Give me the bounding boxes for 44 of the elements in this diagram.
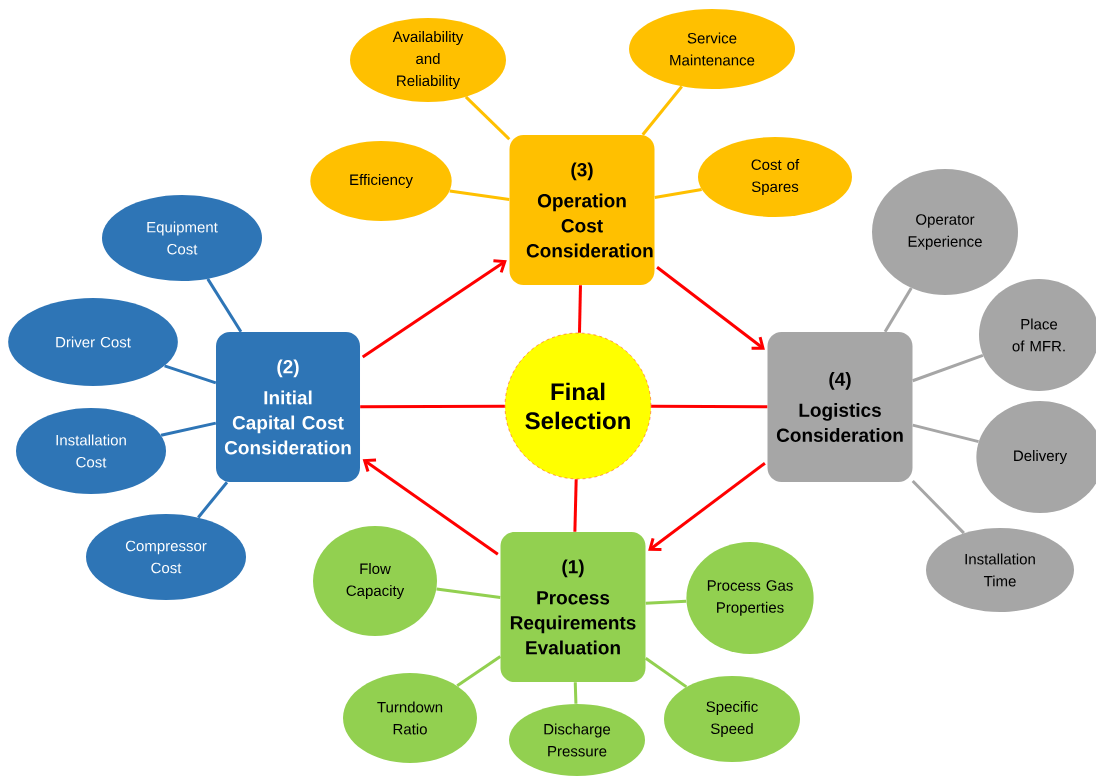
ellipse-node: Availability and Reliability [350,18,506,102]
connector-line [449,189,510,201]
arrow [361,259,507,359]
rounded-box: (1) Process Requirements Evaluation [500,532,646,682]
ellipse-node: Efficiency [310,141,452,221]
connector-line [360,404,505,409]
ellipse-node: Process Gas Properties [686,542,814,654]
connector-line [206,278,243,333]
connector-line [436,587,501,599]
ellipse-node: Flow Capacity [313,526,437,636]
arrow [648,462,766,552]
ellipse-node: Specific Speed [664,676,800,762]
connector-line [912,353,984,383]
connector-line [573,682,578,704]
ellipse-node: Operator Experience [872,169,1018,295]
rounded-box: (2) Initial Capital Cost Consideration [216,332,360,482]
connector-line [456,655,502,688]
connector-line [654,188,702,200]
ellipse-node: Service Maintenance [629,9,795,89]
ellipse-node: Cost of Spares [698,137,852,217]
ellipse-node: Installation Cost [16,408,166,494]
ellipse-node: Equipment Cost [102,195,262,281]
rounded-box: (4) Logistics Consideration [767,332,913,482]
connector-line [912,423,979,444]
connector-line [160,421,217,437]
connector-line [464,95,511,141]
connector-line [651,404,768,409]
connector-line [911,479,965,535]
connector-line [573,479,578,532]
ellipse-node: Installation Time [926,528,1074,612]
ellipse-node: Compressor Cost [86,514,246,600]
ellipse-node: Driver Cost [8,298,178,386]
rounded-box: (3) Operation Cost Consideration [509,135,655,285]
connector-line [197,481,229,519]
connector-line [645,599,687,605]
arrow [656,266,765,350]
ellipse-node: Discharge Pressure [509,704,645,776]
connector-line [883,287,913,333]
connector-line [164,364,217,385]
connector-line [644,656,688,689]
arrow [362,458,499,556]
connector-line [578,285,582,333]
ellipse-node: Turndown Ratio [343,673,477,763]
connector-line [641,85,683,136]
